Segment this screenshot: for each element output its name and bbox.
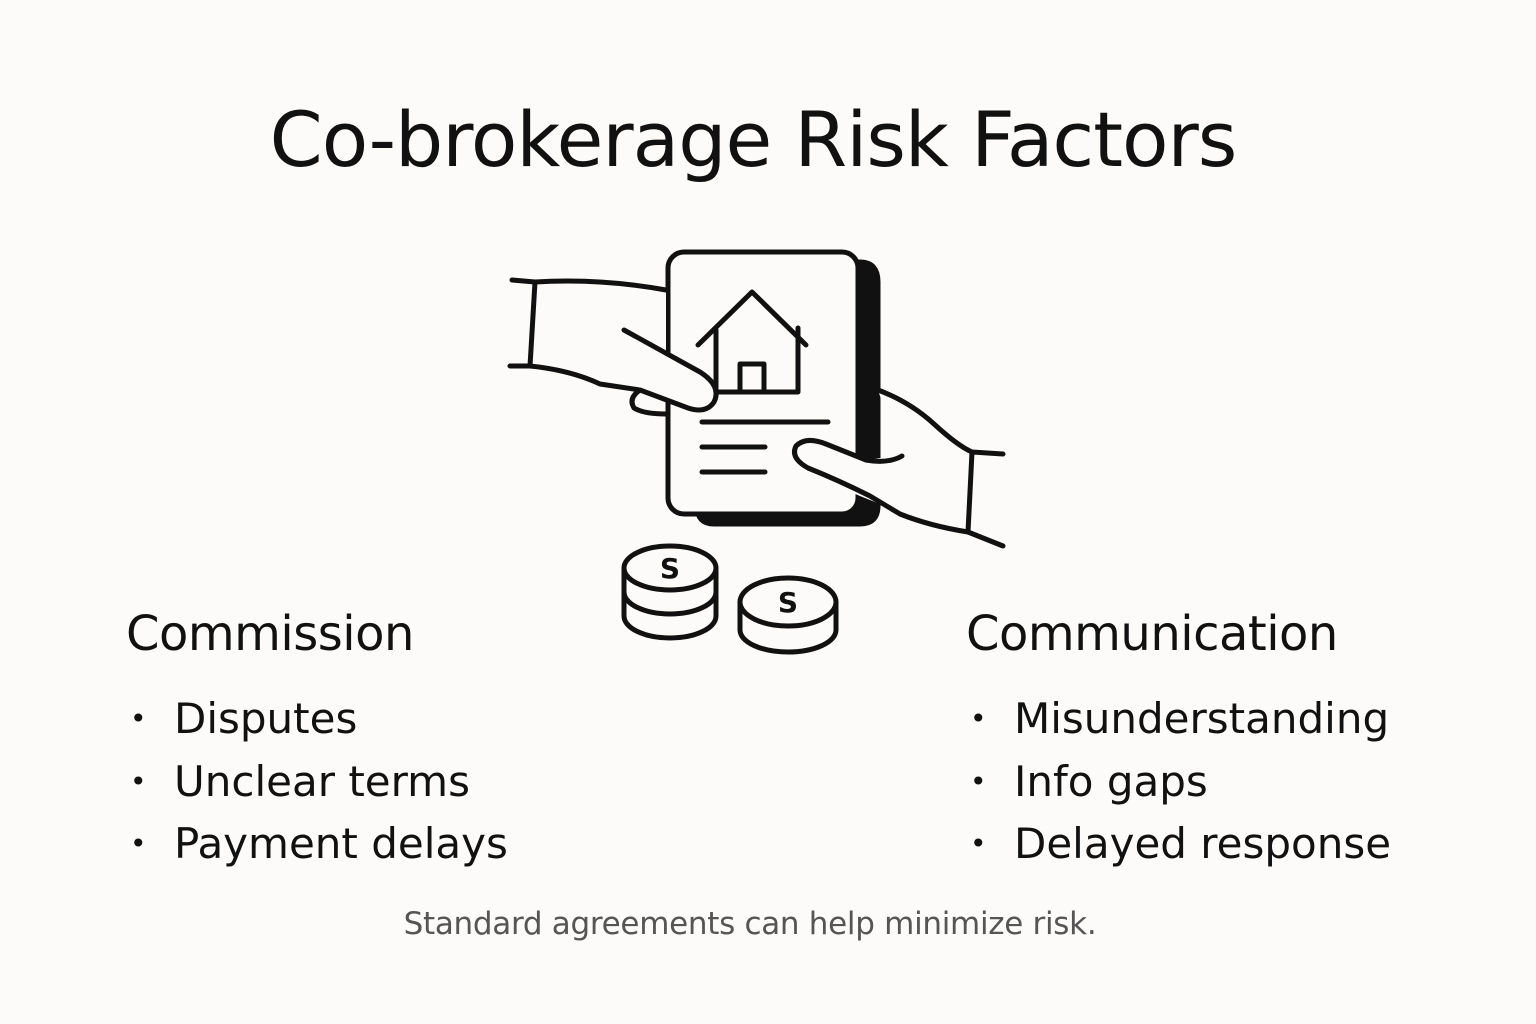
bullet-icon: • — [130, 702, 147, 736]
bullet-icon: • — [970, 827, 987, 861]
communication-column: Communication •Misunderstanding •Info ga… — [966, 600, 1506, 876]
list-item: •Payment delays — [126, 813, 666, 876]
footer-note: Standard agreements can help minimize ri… — [403, 906, 1097, 942]
commission-column: Commission •Disputes •Unclear terms •Pay… — [126, 600, 666, 876]
house-icon — [695, 289, 809, 395]
right-hand — [795, 390, 1003, 546]
coin-stack-icon: S — [621, 543, 719, 641]
right-hand-palm — [875, 387, 1006, 457]
list-item: •Disputes — [126, 688, 666, 751]
coin-symbol: S — [660, 552, 680, 585]
bullet-icon: • — [970, 702, 987, 736]
bullet-icon: • — [970, 764, 987, 798]
list-item: •Misunderstanding — [966, 688, 1506, 751]
commission-list: •Disputes •Unclear terms •Payment delays — [126, 688, 666, 876]
bullet-icon: • — [130, 764, 147, 798]
right-hand-fingers — [792, 438, 971, 535]
communication-heading: Communication — [966, 606, 1338, 662]
left-hand — [509, 277, 669, 293]
left-hand-finger — [621, 327, 719, 413]
left-hand — [512, 280, 666, 414]
bullet-icon: • — [130, 827, 147, 861]
communication-list: •Misunderstanding •Info gaps •Delayed re… — [966, 688, 1506, 876]
page-title: Co-brokerage Risk Factors — [269, 95, 1238, 184]
commission-heading: Commission — [126, 606, 414, 662]
coin-icon: S — [737, 575, 839, 655]
list-item: •Info gaps — [966, 751, 1506, 814]
left-hand-thumb — [527, 363, 669, 417]
list-item: •Delayed response — [966, 813, 1506, 876]
hands-exchanging-document-icon: S S — [507, 249, 1006, 655]
coin-symbol: S — [778, 586, 798, 619]
list-item: •Unclear terms — [126, 751, 666, 814]
